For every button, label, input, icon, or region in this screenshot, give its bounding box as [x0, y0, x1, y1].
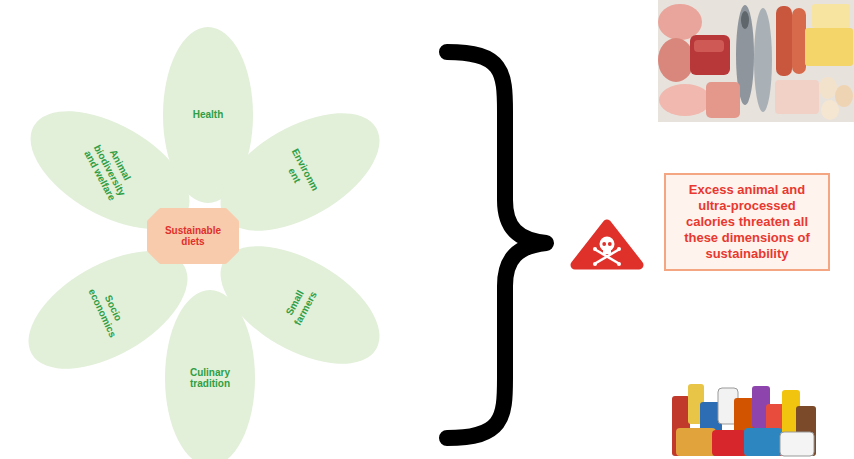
warning-text: Excess animal and ultra-processed calori… [672, 182, 822, 262]
curly-brace [447, 52, 546, 438]
petal-ellipse [9, 227, 206, 393]
crossbones [596, 250, 618, 263]
hub-label: Sustainable diets [158, 225, 228, 248]
warning-sign [575, 224, 639, 266]
petal-label: Health [172, 109, 244, 121]
petal-ellipse [201, 89, 398, 255]
processed-foods-photo [672, 384, 816, 456]
warning-triangle [575, 224, 639, 265]
petal-ellipse [11, 87, 208, 253]
skull-jaw [603, 249, 611, 254]
skull-eye [602, 242, 606, 246]
hub-node: Sustainable diets [147, 208, 239, 264]
animal-foods-photo [658, 0, 854, 122]
skull-eye [608, 242, 612, 246]
petal-ellipse [165, 290, 255, 459]
warning-box: Excess animal and ultra-processed calori… [664, 173, 830, 271]
bone-ends [593, 247, 621, 266]
petal-label: Culinary tradition [184, 367, 236, 390]
hub-octagon [150, 211, 236, 261]
